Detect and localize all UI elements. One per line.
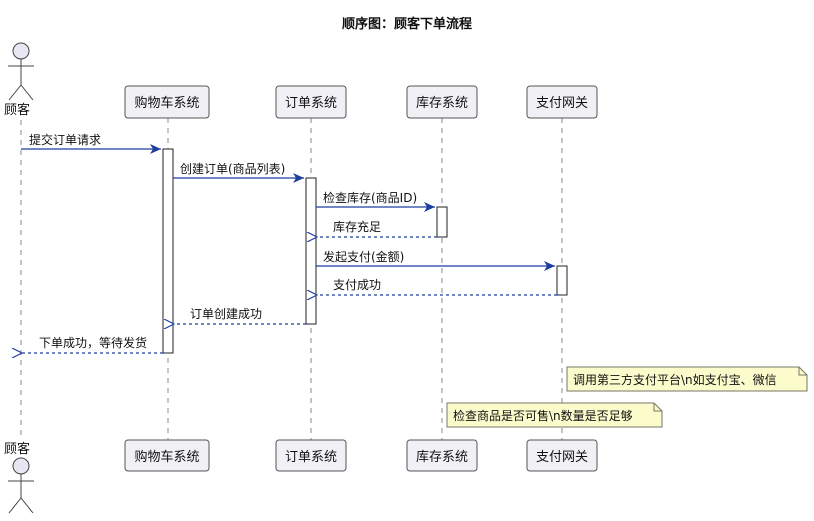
message-3: 检查库存(商品ID) [316,190,435,212]
participant-order-label-bottom: 订单系统 [285,450,337,465]
actor-label-bottom: 顾客 [4,441,30,457]
message-5-label: 发起支付(金额) [323,249,404,264]
message-6: 支付成功 [317,278,557,295]
message-2: 创建订单(商品列表) [173,161,304,183]
participant-pay-label: 支付网关 [536,96,588,111]
message-7: 订单创建成功 [174,307,306,324]
actor-label-top: 顾客 [4,102,30,118]
message-7-label: 订单创建成功 [190,307,262,321]
message-5: 发起支付(金额) [316,249,555,271]
actor-figure-top [8,42,34,101]
participant-pay-label-bottom: 支付网关 [536,450,588,465]
message-1-label: 提交订单请求 [29,132,101,147]
participant-order-bottom: 订单系统 [275,439,347,472]
note-pay-text: 调用第三方支付平台\n如支付宝、微信 [573,372,777,387]
message-8: 下单成功，等待发货 [22,335,163,353]
participant-cart-label: 购物车系统 [134,95,199,111]
participant-cart-label-bottom: 购物车系统 [134,449,199,465]
note-pay: 调用第三方支付平台\n如支付宝、微信 [566,366,808,392]
participant-cart-top: 购物车系统 [124,85,210,119]
message-6-label: 支付成功 [333,278,381,292]
participant-cart-bottom: 购物车系统 [124,439,210,472]
participant-stock-bottom: 库存系统 [406,439,478,472]
message-1: 提交订单请求 [21,132,161,154]
message-4-label: 库存充足 [333,219,381,234]
activation-pay [556,265,568,296]
note-stock-text: 检查商品是否可售\n数量是否足够 [453,408,633,423]
message-2-label: 创建订单(商品列表) [180,161,285,176]
participant-stock-top: 库存系统 [406,85,478,119]
activation-cart [162,148,174,354]
message-3-label: 检查库存(商品ID) [323,190,417,205]
participant-order-label: 订单系统 [285,96,337,111]
participant-pay-top: 支付网关 [526,85,598,119]
note-stock: 检查商品是否可售\n数量是否足够 [446,402,663,428]
message-8-label: 下单成功，等待发货 [39,335,147,350]
activation-order [305,177,317,325]
participant-stock-label: 库存系统 [416,95,468,111]
actor-figure-bottom [8,457,34,514]
diagram-title: 顺序图：顾客下单流程 [342,16,472,32]
participant-stock-label-bottom: 库存系统 [416,449,468,465]
participant-pay-bottom: 支付网关 [526,439,598,472]
message-4: 库存充足 [317,219,437,237]
participant-order-top: 订单系统 [275,85,347,119]
activation-stock [436,206,448,238]
